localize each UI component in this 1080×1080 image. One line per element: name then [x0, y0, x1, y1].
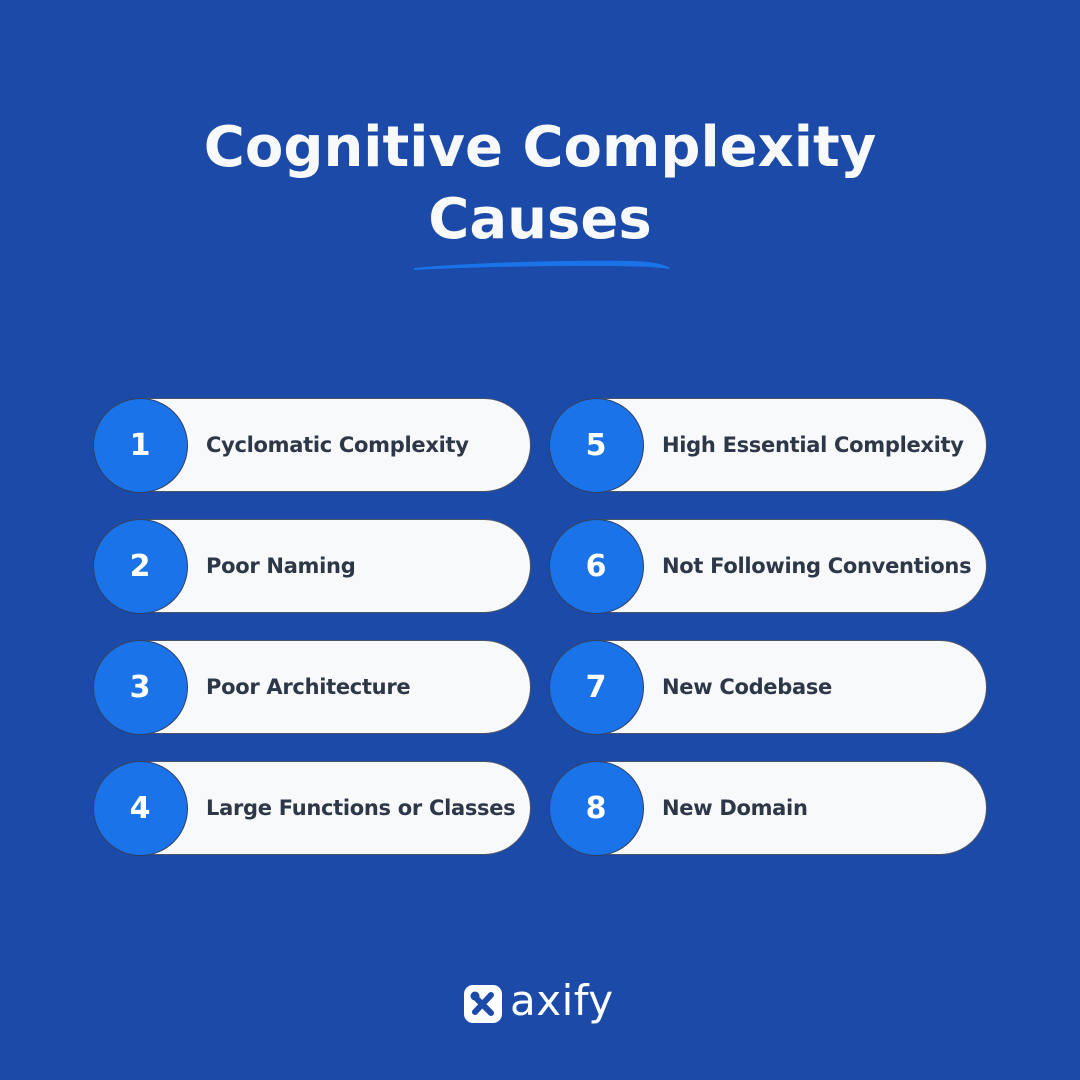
number-badge: 4 — [92, 760, 188, 856]
cause-item-8: 8 New Domain — [548, 760, 987, 856]
cause-label: Cyclomatic Complexity — [206, 433, 469, 457]
cause-item-6: 6 Not Following Conventions — [548, 518, 987, 614]
title-line-1: Cognitive Complexity — [203, 115, 877, 180]
axify-logo: axify — [464, 980, 614, 1023]
number-badge: 8 — [548, 760, 644, 856]
cause-label: New Codebase — [662, 675, 832, 699]
cause-label: Poor Naming — [206, 554, 356, 578]
number-badge: 5 — [548, 397, 644, 493]
number-badge: 1 — [92, 397, 188, 493]
cause-label: New Domain — [662, 796, 808, 820]
cause-item-3: 3 Poor Architecture — [92, 639, 531, 735]
number-badge: 7 — [548, 639, 644, 735]
title-underline-decoration — [414, 260, 670, 270]
cause-label: Poor Architecture — [206, 675, 411, 699]
cause-label: Not Following Conventions — [662, 554, 972, 578]
cause-item-4: 4 Large Functions or Classes — [92, 760, 531, 856]
number-badge: 6 — [548, 518, 644, 614]
number-badge: 2 — [92, 518, 188, 614]
cause-label: High Essential Complexity — [662, 433, 964, 457]
cause-item-2: 2 Poor Naming — [92, 518, 531, 614]
axify-x-icon — [464, 985, 502, 1023]
cause-item-1: 1 Cyclomatic Complexity — [92, 397, 531, 493]
page-title: Cognitive Complexity Causes — [0, 112, 1080, 256]
title-line-2: Causes — [428, 187, 652, 252]
cause-item-7: 7 New Codebase — [548, 639, 987, 735]
cause-item-5: 5 High Essential Complexity — [548, 397, 987, 493]
number-badge: 3 — [92, 639, 188, 735]
brand-name: axify — [510, 976, 614, 1025]
cause-label: Large Functions or Classes — [206, 796, 516, 820]
